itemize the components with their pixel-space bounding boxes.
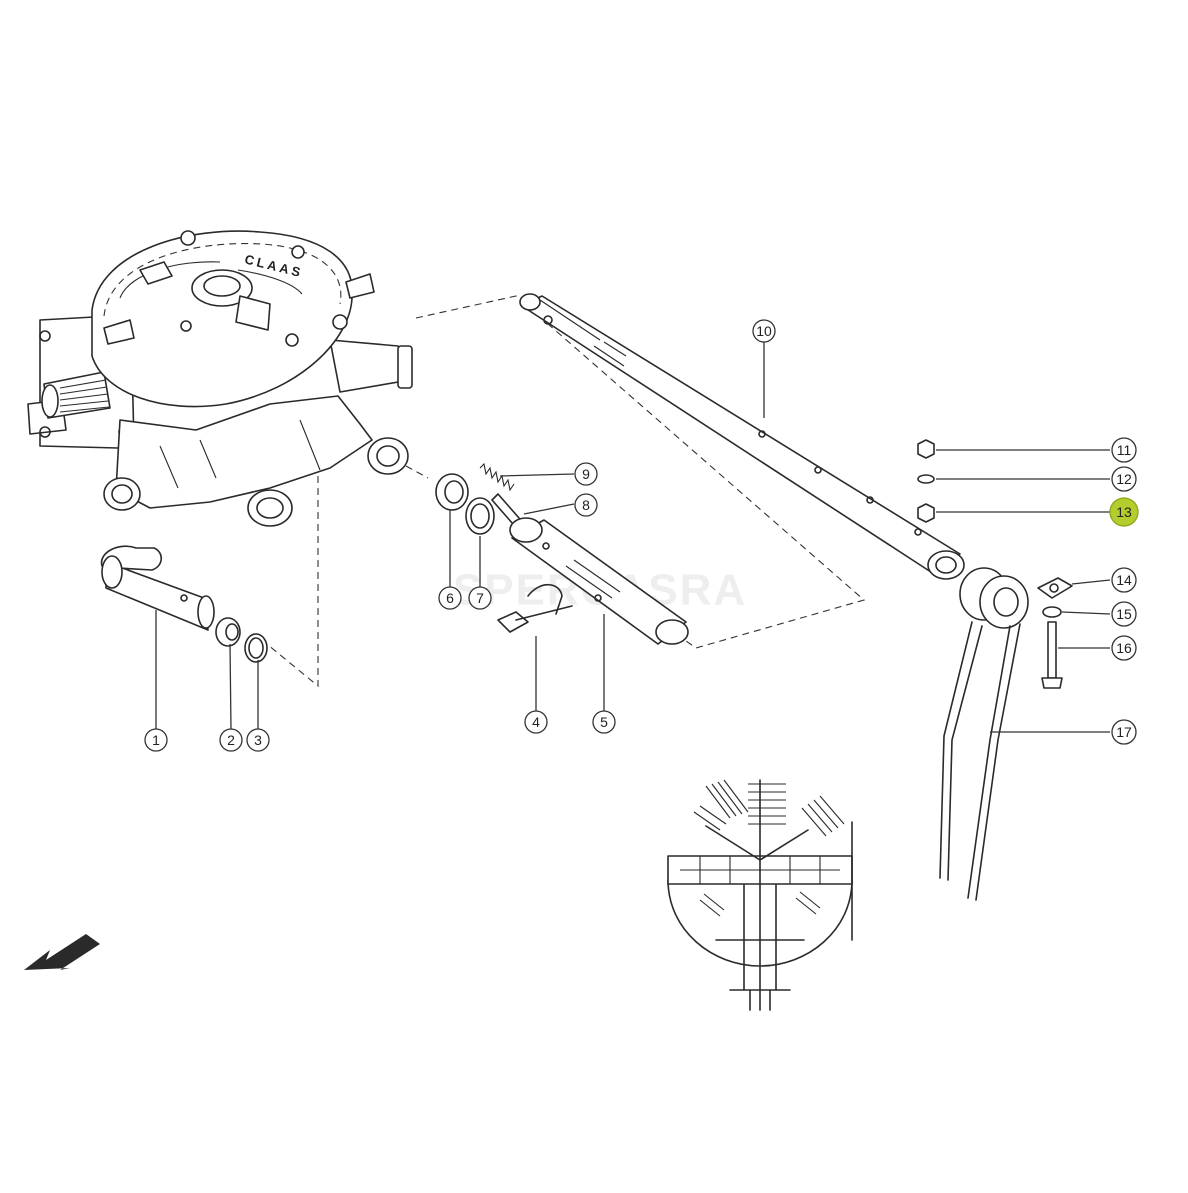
svg-text:17: 17	[1116, 724, 1132, 740]
callout-14: 14	[1111, 567, 1137, 593]
callout-4: 4	[524, 710, 548, 734]
svg-text:13: 13	[1116, 504, 1132, 520]
svg-text:4: 4	[532, 714, 540, 730]
svg-text:8: 8	[582, 497, 590, 513]
part-10-shaft	[519, 293, 965, 580]
callout-11: 11	[1111, 437, 1137, 463]
part-6-bushing	[435, 473, 469, 511]
svg-text:7: 7	[476, 590, 484, 606]
callout-3: 3	[246, 728, 270, 752]
callout-16: 16	[1111, 635, 1137, 661]
callout-8: 8	[574, 493, 598, 517]
svg-text:5: 5	[600, 714, 608, 730]
callout-5: 5	[592, 710, 616, 734]
shaft-link-line	[405, 465, 429, 479]
assembly-outline	[415, 295, 866, 649]
gearbox-housing: CLAAS	[27, 230, 413, 527]
part-4-clip	[497, 583, 573, 633]
part-1-pin	[100, 545, 215, 631]
callout-12: 12	[1111, 466, 1137, 492]
part-3-ring	[244, 633, 268, 663]
part-14-clamp	[1037, 577, 1073, 599]
svg-text:6: 6	[446, 590, 454, 606]
svg-text:12: 12	[1116, 471, 1132, 487]
svg-text:14: 14	[1116, 572, 1132, 588]
callout-2: 2	[219, 728, 243, 752]
callout-7: 7	[468, 586, 492, 610]
part-13-nut	[917, 503, 935, 523]
svg-text:1: 1	[152, 732, 160, 748]
svg-text:11: 11	[1117, 442, 1132, 458]
part-12-washer	[917, 474, 935, 484]
leader-lines	[155, 342, 1111, 733]
part-16-bolt	[1041, 621, 1063, 689]
part-11-nut	[917, 439, 935, 459]
part-15-washer	[1042, 606, 1062, 618]
callout-9: 9	[574, 462, 598, 486]
callout-17: 17	[1111, 719, 1137, 745]
svg-text:10: 10	[756, 323, 772, 339]
svg-text:2: 2	[227, 732, 235, 748]
callout-13-highlighted[interactable]: 13	[1109, 497, 1139, 527]
svg-text:15: 15	[1116, 606, 1132, 622]
svg-text:3: 3	[254, 732, 262, 748]
part-9-spring	[479, 462, 515, 492]
callout-1: 1	[144, 728, 168, 752]
direction-arrow	[24, 934, 100, 970]
part-17-tine	[939, 567, 1029, 901]
svg-text:9: 9	[582, 466, 590, 482]
part-7-washer	[465, 497, 495, 535]
callout-10: 10	[752, 319, 776, 343]
callout-6: 6	[438, 586, 462, 610]
svg-text:16: 16	[1116, 640, 1132, 656]
overview-thumbnail	[667, 779, 853, 1011]
gearbox-link-line	[261, 476, 319, 688]
part-5-sleeve	[509, 517, 689, 645]
part-2-ring	[215, 617, 241, 647]
callout-15: 15	[1111, 601, 1137, 627]
